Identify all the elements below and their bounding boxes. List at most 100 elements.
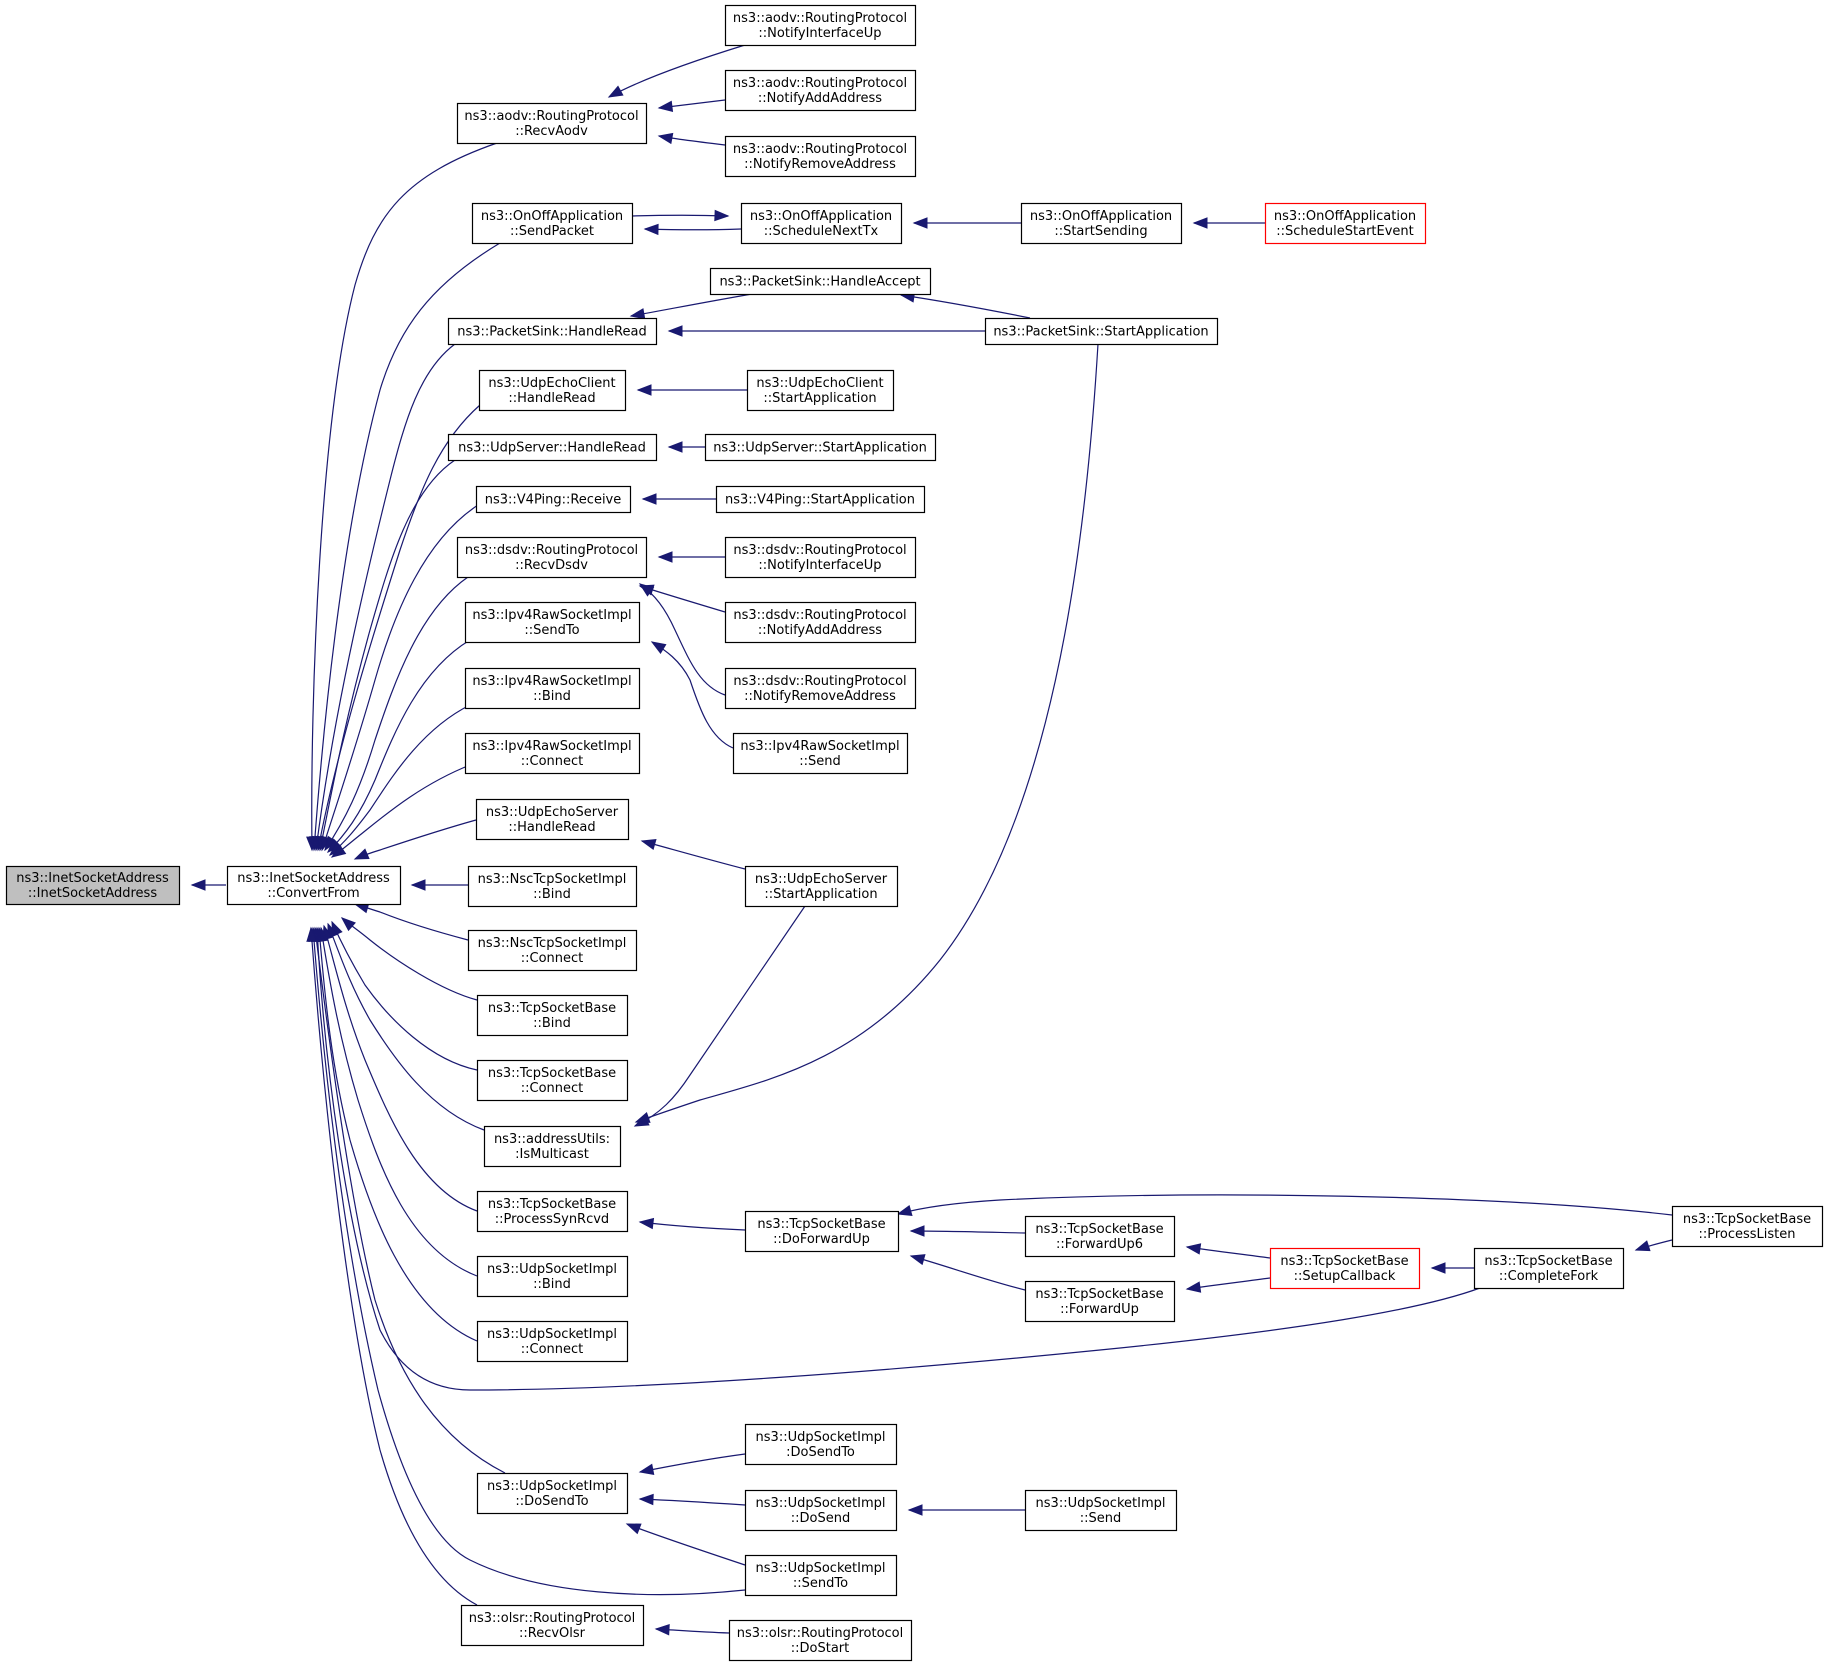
- graph-node-n26[interactable]: ns3::Ipv4RawSocketImpl::Connect: [464, 732, 641, 775]
- graph-node-n27[interactable]: ns3::UdpEchoServer::HandleRead: [475, 798, 630, 841]
- edge-arrowhead: [638, 1493, 654, 1506]
- edge-line: [608, 44, 746, 98]
- edge-n46-to-n45: [907, 1504, 1025, 1516]
- node-box: [476, 1255, 629, 1298]
- edge-arrowhead: [1185, 1243, 1202, 1255]
- node-label-line: ::Send: [1080, 1511, 1122, 1526]
- node-box: [732, 732, 909, 775]
- edge-line: [311, 142, 498, 851]
- node-label-line: ns3::Ipv4RawSocketImpl: [740, 739, 899, 754]
- graph-node-n21[interactable]: ns3::dsdv::RoutingProtocol::NotifyAddAdd…: [724, 601, 917, 644]
- node-box: [724, 601, 917, 644]
- node-box: [724, 69, 917, 112]
- call-graph-nodes: ns3::InetSocketAddress::InetSocketAddres…: [5, 4, 1824, 1662]
- graph-node-n40[interactable]: ns3::TcpSocketBase::ProcessListen: [1671, 1205, 1824, 1248]
- node-box: [456, 102, 648, 145]
- edge-line: [910, 1230, 1026, 1234]
- graph-node-n10[interactable]: ns3::PacketSink::HandleAccept: [709, 267, 932, 296]
- edge-arrowhead: [912, 217, 928, 229]
- graph-node-n8[interactable]: ns3::OnOffApplication::StartSending: [1020, 202, 1183, 245]
- edge-n5-to-n2: [657, 132, 726, 146]
- edge-n30-to-n1: [353, 902, 469, 941]
- node-label-line: ns3::addressUtils:: [494, 1132, 610, 1147]
- node-box: [746, 369, 895, 412]
- graph-node-n35[interactable]: ns3::TcpSocketBase::DoForwardUp: [744, 1210, 900, 1253]
- graph-node-n3[interactable]: ns3::aodv::RoutingProtocol::NotifyInterf…: [724, 4, 917, 47]
- node-box: [476, 1320, 629, 1363]
- graph-node-n12[interactable]: ns3::PacketSink::StartApplication: [984, 317, 1219, 346]
- graph-node-n49[interactable]: ns3::olsr::RoutingProtocol::DoStart: [728, 1619, 913, 1662]
- graph-node-n13[interactable]: ns3::UdpEchoClient::HandleRead: [478, 369, 627, 412]
- node-label-line: ns3::TcpSocketBase: [1280, 1254, 1408, 1269]
- node-label-line: ::Bind: [533, 887, 571, 902]
- graph-node-n28[interactable]: ns3::UdpEchoServer::StartApplication: [744, 865, 899, 908]
- graph-node-n34[interactable]: ns3::TcpSocketBase::ProcessSynRcvd: [476, 1190, 629, 1233]
- node-box: [476, 1472, 629, 1515]
- graph-node-n1[interactable]: ns3::InetSocketAddress::ConvertFrom: [226, 865, 402, 906]
- graph-node-n22[interactable]: ns3::dsdv::RoutingProtocol::NotifyRemove…: [724, 667, 917, 710]
- graph-node-n37[interactable]: ns3::TcpSocketBase::ForwardUp: [1024, 1280, 1176, 1323]
- graph-node-n7[interactable]: ns3::OnOffApplication::ScheduleNextTx: [740, 202, 903, 245]
- node-label-line: ::InetSocketAddress: [28, 886, 157, 901]
- graph-node-n25[interactable]: ns3::Ipv4RawSocketImpl::Bind: [464, 667, 641, 710]
- graph-node-n9[interactable]: ns3::OnOffApplication::ScheduleStartEven…: [1264, 202, 1427, 245]
- graph-node-n47[interactable]: ns3::UdpSocketImpl::SendTo: [744, 1554, 898, 1597]
- graph-node-n20[interactable]: ns3::dsdv::RoutingProtocol::NotifyInterf…: [724, 536, 917, 579]
- edge-arrowhead: [667, 441, 683, 453]
- graph-node-n15[interactable]: ns3::UdpServer::HandleRead: [447, 433, 658, 462]
- node-label-line: ns3::UdpSocketImpl: [487, 1327, 617, 1342]
- graph-node-n31[interactable]: ns3::TcpSocketBase::Bind: [476, 994, 629, 1037]
- graph-node-n41[interactable]: ns3::UdpSocketImpl::Bind: [476, 1255, 629, 1298]
- graph-node-n42[interactable]: ns3::UdpSocketImpl::Connect: [476, 1320, 629, 1363]
- edge-line: [327, 923, 485, 1131]
- node-label-line: ::RecvAodv: [515, 124, 588, 139]
- graph-node-n11[interactable]: ns3::PacketSink::HandleRead: [447, 317, 658, 346]
- graph-node-n2[interactable]: ns3::aodv::RoutingProtocol::RecvAodv: [456, 102, 648, 145]
- node-box: [475, 798, 630, 841]
- graph-node-n18[interactable]: ns3::V4Ping::StartApplication: [715, 485, 926, 514]
- edge-n48-to-n1: [306, 926, 478, 1606]
- graph-node-n39[interactable]: ns3::TcpSocketBase::CompleteFork: [1473, 1247, 1625, 1290]
- node-label-line: ::DoStart: [791, 1641, 849, 1656]
- edge-line: [321, 504, 479, 851]
- graph-node-n44[interactable]: ns3::UdpSocketImpl:DoSendTo: [744, 1423, 898, 1466]
- graph-node-n36[interactable]: ns3::TcpSocketBase::ForwardUp6: [1024, 1215, 1176, 1258]
- graph-node-n29[interactable]: ns3::NscTcpSocketImpl::Bind: [467, 865, 638, 908]
- graph-node-n0[interactable]: ns3::InetSocketAddress::InetSocketAddres…: [5, 865, 181, 906]
- edge-line: [631, 214, 729, 217]
- node-box: [1024, 1280, 1176, 1323]
- node-label-line: ns3::UdpEchoServer: [755, 872, 888, 887]
- graph-node-n23[interactable]: ns3::Ipv4RawSocketImpl::SendTo: [464, 601, 641, 644]
- edge-n28-to-n27: [640, 839, 746, 870]
- node-box: [740, 202, 903, 245]
- node-label-line: ns3::InetSocketAddress: [237, 871, 390, 886]
- graph-node-n32[interactable]: ns3::TcpSocketBase::Connect: [476, 1059, 629, 1102]
- graph-node-n38[interactable]: ns3::TcpSocketBase::SetupCallback: [1269, 1247, 1421, 1290]
- edge-arrowhead: [650, 641, 667, 654]
- graph-node-n16[interactable]: ns3::UdpServer::StartApplication: [704, 433, 937, 462]
- graph-node-n4[interactable]: ns3::aodv::RoutingProtocol::NotifyAddAdd…: [724, 69, 917, 112]
- graph-node-n19[interactable]: ns3::dsdv::RoutingProtocol::RecvDsdv: [456, 536, 648, 579]
- graph-node-n48[interactable]: ns3::olsr::RoutingProtocol::RecvOlsr: [460, 1604, 645, 1647]
- edge-line: [630, 293, 753, 317]
- graph-node-n45[interactable]: ns3::UdpSocketImpl::DoSend: [744, 1489, 898, 1532]
- node-box: [1024, 1489, 1178, 1532]
- graph-node-n14[interactable]: ns3::UdpEchoClient::StartApplication: [746, 369, 895, 412]
- graph-node-n17[interactable]: ns3::V4Ping::Receive: [475, 485, 632, 514]
- edge-line: [317, 404, 481, 851]
- graph-node-n30[interactable]: ns3::NscTcpSocketImpl::Connect: [467, 929, 638, 972]
- node-label-line: ::RecvOlsr: [519, 1626, 586, 1641]
- graph-node-n46[interactable]: ns3::UdpSocketImpl::Send: [1024, 1489, 1178, 1532]
- graph-node-n5[interactable]: ns3::aodv::RoutingProtocol::NotifyRemove…: [724, 135, 917, 178]
- node-box: [475, 485, 632, 514]
- graph-node-n43[interactable]: ns3::UdpSocketImpl::DoSendTo: [476, 1472, 629, 1515]
- edge-n32-to-n1: [331, 920, 478, 1071]
- graph-node-n24[interactable]: ns3::Ipv4RawSocketImpl::Send: [732, 732, 909, 775]
- node-label-line: ns3::UdpSocketImpl: [487, 1479, 617, 1494]
- graph-node-n33[interactable]: ns3::addressUtils::IsMulticast: [483, 1125, 622, 1168]
- edge-n45-to-n43: [638, 1493, 746, 1506]
- edge-n12-to-n11: [667, 325, 985, 337]
- graph-node-n6[interactable]: ns3::OnOffApplication::SendPacket: [471, 202, 634, 245]
- edge-n8-to-n7: [912, 217, 1021, 229]
- edge-n44-to-n43: [638, 1453, 746, 1476]
